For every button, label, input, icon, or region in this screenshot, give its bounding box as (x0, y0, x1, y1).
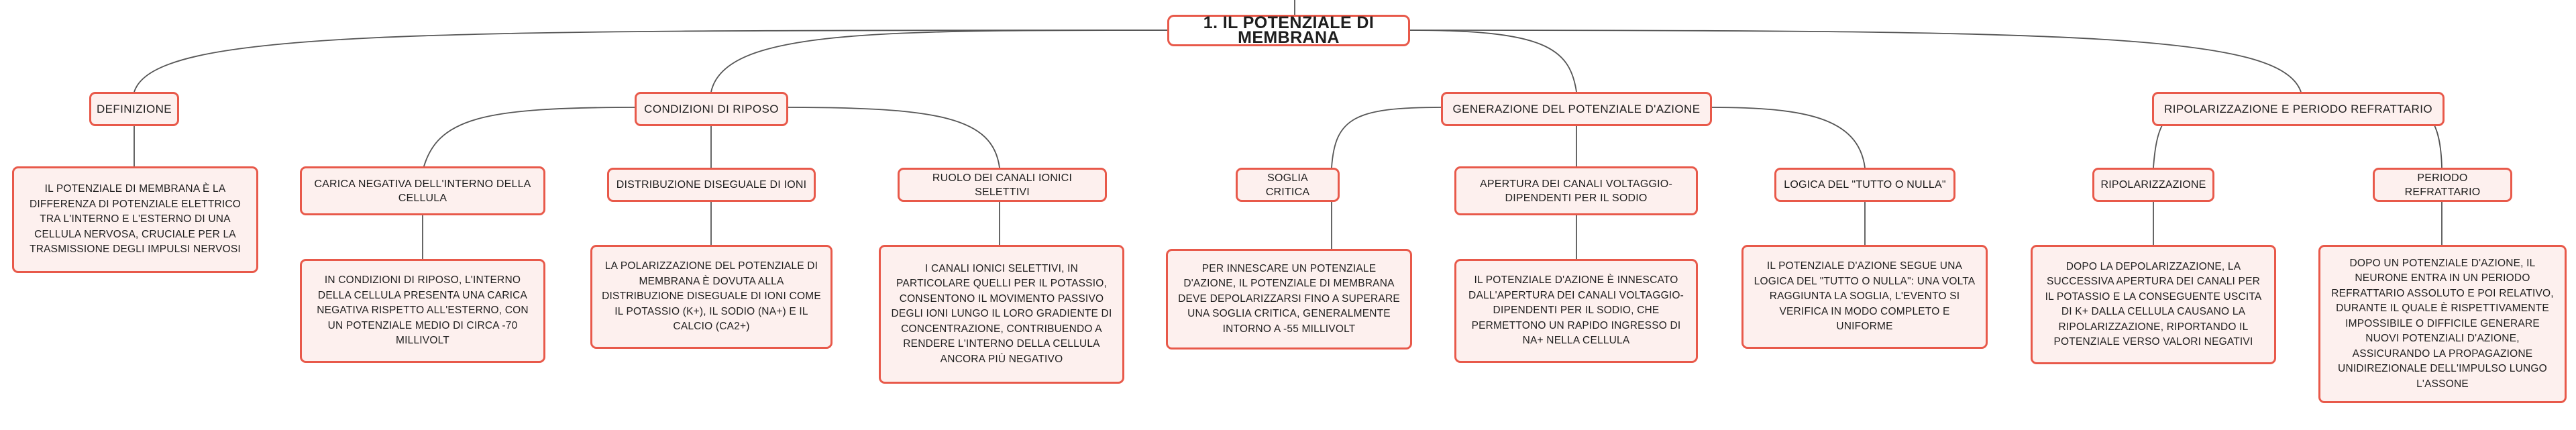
leaf-canali-ionici-text: I CANALI IONICI SELETTIVI, IN PARTICOLAR… (891, 262, 1112, 365)
subtopic-distribuzione-ioni[interactable]: DISTRIBUZIONE DISEGUALE DI IONI (607, 168, 816, 202)
leaf-tutto-o-nulla[interactable]: IL POTENZIALE D'AZIONE SEGUE UNA LOGICA … (1741, 245, 1988, 349)
connector-generazione-soglia (1331, 107, 1443, 168)
subtopic-periodo-refrattario[interactable]: PERIODO REFRATTARIO (2373, 168, 2512, 202)
branch-generazione-label: GENERAZIONE DEL POTENZIALE D'AZIONE (1452, 102, 1701, 115)
subtopic-tutto-o-nulla[interactable]: LOGICA DEL "TUTTO O NULLA" (1774, 168, 1955, 202)
leaf-carica-negativa[interactable]: IN CONDIZIONI DI RIPOSO, L'INTERNO DELLA… (300, 259, 545, 363)
branch-definizione[interactable]: DEFINIZIONE (89, 92, 179, 126)
subtopic-soglia-critica-label: SOGLIA CRITICA (1265, 172, 1310, 198)
subtopic-apertura-canali-sodio-label: APERTURA DEI CANALI VOLTAGGIO-DIPENDENTI… (1480, 178, 1672, 204)
leaf-apertura-canali-sodio-text: IL POTENZIALE D'AZIONE È INNESCATO DALL'… (1468, 274, 1684, 347)
subtopic-tutto-o-nulla-label: LOGICA DEL "TUTTO O NULLA" (1784, 179, 1946, 191)
branch-definizione-label: DEFINIZIONE (96, 102, 172, 115)
leaf-definizione-text: IL POTENZIALE DI MEMBRANA È LA DIFFERENZ… (29, 183, 241, 256)
leaf-distribuzione-ioni[interactable]: LA POLARIZZAZIONE DEL POTENZIALE DI MEMB… (590, 245, 833, 349)
connector-root-ripolarizzazione (1408, 30, 2302, 93)
leaf-soglia-critica-text: PER INNESCARE UN POTENZIALE D'AZIONE, IL… (1178, 262, 1400, 335)
subtopic-canali-ionici[interactable]: RUOLO DEI CANALI IONICI SELETTIVI (898, 168, 1107, 202)
subtopic-distribuzione-ioni-label: DISTRIBUZIONE DISEGUALE DI IONI (616, 179, 807, 191)
connector-root-generazione (1408, 30, 1577, 93)
subtopic-soglia-critica[interactable]: SOGLIA CRITICA (1236, 168, 1340, 202)
leaf-tutto-o-nulla-text: IL POTENZIALE D'AZIONE SEGUE UNA LOGICA … (1754, 260, 1976, 333)
connector-condizioni-carica (422, 107, 638, 172)
leaf-ripolarizzazione-text: DOPO LA DEPOLARIZZAZIONE, LA SUCCESSIVA … (2045, 260, 2262, 348)
branch-ripolarizzazione-label: RIPOLARIZZAZIONE E PERIODO REFRATTARIO (2164, 102, 2432, 115)
leaf-distribuzione-ioni-text: LA POLARIZZAZIONE DEL POTENZIALE DI MEMB… (602, 260, 821, 333)
connector-root-definizione (133, 30, 1168, 93)
subtopic-carica-negativa[interactable]: CARICA NEGATIVA DELL'INTERNO DELLA CELLU… (300, 166, 545, 215)
leaf-definizione[interactable]: IL POTENZIALE DI MEMBRANA È LA DIFFERENZ… (12, 166, 258, 273)
root-node-label: 1. IL POTENZIALE DI MEMBRANA (1203, 13, 1375, 47)
leaf-periodo-refrattario[interactable]: DOPO UN POTENZIALE D'AZIONE, IL NEURONE … (2318, 245, 2567, 403)
connector-generazione-logica (1710, 107, 1866, 168)
leaf-soglia-critica[interactable]: PER INNESCARE UN POTENZIALE D'AZIONE, IL… (1166, 249, 1412, 350)
subtopic-canali-ionici-label: RUOLO DEI CANALI IONICI SELETTIVI (932, 172, 1073, 198)
connector-root-condizioni (710, 30, 1168, 93)
branch-condizioni-label: CONDIZIONI DI RIPOSO (644, 102, 779, 115)
root-node[interactable]: 1. IL POTENZIALE DI MEMBRANA (1167, 15, 1410, 46)
leaf-apertura-canali-sodio[interactable]: IL POTENZIALE D'AZIONE È INNESCATO DALL'… (1454, 259, 1698, 363)
subtopic-carica-negativa-label: CARICA NEGATIVA DELL'INTERNO DELLA CELLU… (314, 178, 531, 204)
leaf-carica-negativa-text: IN CONDIZIONI DI RIPOSO, L'INTERNO DELLA… (317, 274, 529, 347)
connector-condizioni-ruolo (786, 107, 1000, 168)
subtopic-periodo-refrattario-label: PERIODO REFRATTARIO (2404, 172, 2481, 198)
branch-ripolarizzazione-periodo-refrattario[interactable]: RIPOLARIZZAZIONE E PERIODO REFRATTARIO (2152, 92, 2445, 126)
branch-condizioni-di-riposo[interactable]: CONDIZIONI DI RIPOSO (635, 92, 788, 126)
subtopic-apertura-canali-sodio[interactable]: APERTURA DEI CANALI VOLTAGGIO-DIPENDENTI… (1454, 166, 1698, 215)
branch-generazione-potenziale-azione[interactable]: GENERAZIONE DEL POTENZIALE D'AZIONE (1441, 92, 1712, 126)
subtopic-ripolarizzazione[interactable]: RIPOLARIZZAZIONE (2092, 168, 2214, 202)
leaf-ripolarizzazione[interactable]: DOPO LA DEPOLARIZZAZIONE, LA SUCCESSIVA … (2031, 245, 2276, 364)
leaf-periodo-refrattario-text: DOPO UN POTENZIALE D'AZIONE, IL NEURONE … (2331, 257, 2554, 390)
leaf-canali-ionici[interactable]: I CANALI IONICI SELETTIVI, IN PARTICOLAR… (879, 245, 1124, 384)
subtopic-ripolarizzazione-label: RIPOLARIZZAZIONE (2100, 179, 2206, 191)
